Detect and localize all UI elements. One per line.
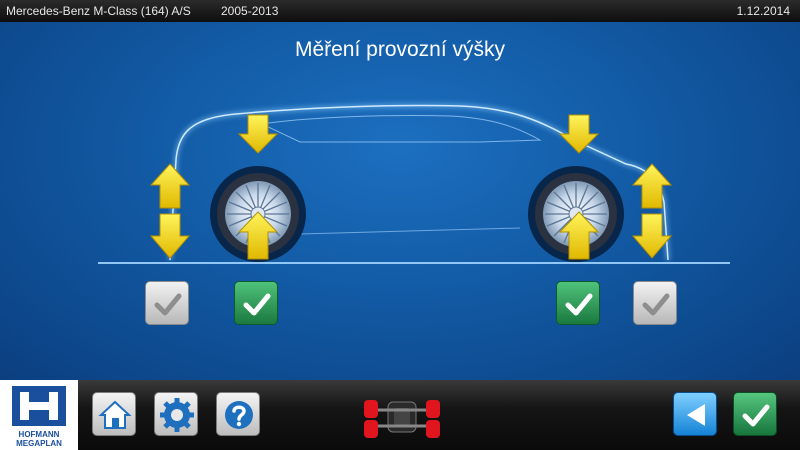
confirm-button[interactable] bbox=[733, 392, 777, 436]
chassis-icon bbox=[364, 400, 440, 438]
page-title: Měření provozní výšky bbox=[294, 38, 506, 61]
logo-text-line2: MEGAPLAN bbox=[16, 439, 62, 448]
toolbar: HOFMANN MEGAPLAN bbox=[0, 380, 800, 450]
chassis-view-button[interactable] bbox=[360, 388, 444, 444]
check-icon bbox=[565, 293, 593, 316]
help-button[interactable] bbox=[216, 392, 260, 436]
help-icon bbox=[225, 401, 253, 429]
gear-icon bbox=[160, 398, 194, 432]
car-outline bbox=[167, 102, 671, 261]
arrow-up-icon bbox=[149, 163, 191, 209]
check-icon bbox=[243, 293, 271, 316]
front-wheel-status-check bbox=[234, 281, 278, 325]
car-diagram bbox=[98, 102, 730, 264]
front-outer-status-check bbox=[145, 281, 189, 325]
logo-text-line1: HOFMANN bbox=[18, 430, 60, 439]
arrow-up-icon bbox=[237, 211, 279, 260]
home-icon bbox=[98, 400, 132, 429]
check-icon bbox=[154, 293, 182, 316]
rear-wheel-status-check bbox=[556, 281, 600, 325]
rear-outer-status-check bbox=[633, 281, 677, 325]
date: 1.12.2014 bbox=[736, 4, 790, 18]
header-bar: Mercedes-Benz M-Class (164) A/S 2005-201… bbox=[0, 0, 800, 22]
home-button[interactable] bbox=[92, 392, 136, 436]
arrow-down-icon bbox=[237, 114, 279, 154]
vehicle-years: 2005-2013 bbox=[221, 4, 279, 18]
arrow-up-icon bbox=[631, 163, 673, 209]
back-button[interactable] bbox=[673, 392, 717, 436]
settings-button[interactable] bbox=[154, 392, 198, 436]
rear-wheel-icon bbox=[528, 166, 624, 262]
check-icon bbox=[742, 404, 770, 427]
arrow-down-icon bbox=[631, 213, 673, 259]
back-arrow-icon bbox=[687, 404, 705, 426]
check-icon bbox=[642, 293, 670, 316]
brand-logo: HOFMANN MEGAPLAN bbox=[0, 380, 78, 450]
logo-icon bbox=[12, 386, 66, 426]
main-panel: Měření provozní výšky bbox=[0, 22, 800, 380]
arrow-down-icon bbox=[149, 213, 191, 259]
arrow-down-icon bbox=[558, 114, 600, 154]
vehicle-name: Mercedes-Benz M-Class (164) A/S bbox=[6, 4, 191, 18]
arrow-up-icon bbox=[558, 211, 600, 260]
